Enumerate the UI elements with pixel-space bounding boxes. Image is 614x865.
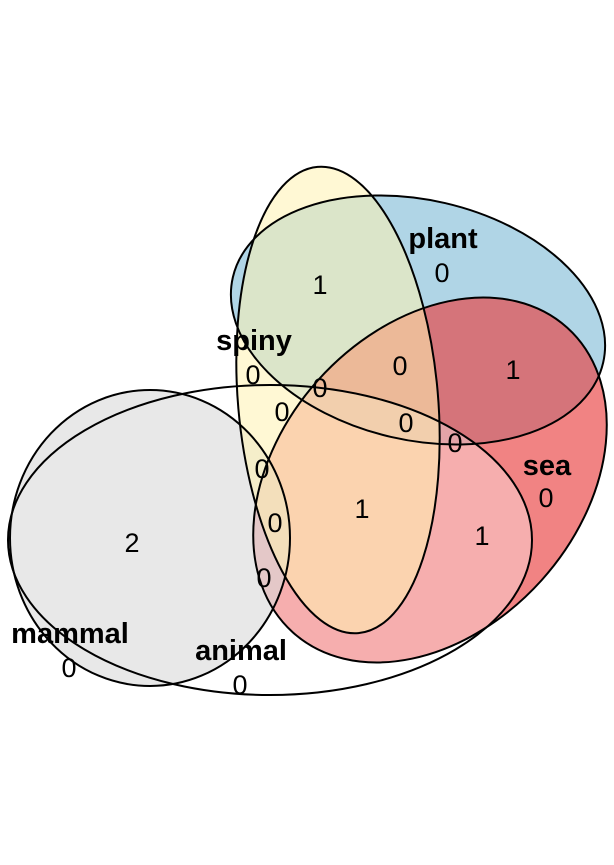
count-plant-only: 0 [434,258,449,288]
region-counts: 0 0 0 0 0 1 1 0 0 0 0 0 0 0 1 1 2 0 [61,258,553,700]
mammal-ellipse [9,389,291,687]
plant-ellipse [229,194,607,446]
spiny-ellipse-fill [236,166,440,634]
count-spiny-animal-sea: 1 [354,494,369,524]
count-mammal-only: 0 [61,653,76,683]
set-label-plant: plant [408,223,478,255]
count-plant-sea: 1 [505,355,520,385]
count-spiny-only: 0 [245,360,260,390]
animal-ellipse [7,384,533,696]
count-spiny-animal-a: 0 [274,397,289,427]
count-plant-spiny: 1 [312,270,327,300]
count-plant-spiny-sea: 0 [392,351,407,381]
count-sea-only: 0 [538,483,553,513]
spiny-ellipse [235,165,441,635]
count-spiny-animal-mammal: 0 [267,508,282,538]
count-spiny-animal-b: 0 [254,454,269,484]
set-outlines [7,165,608,696]
count-plant-sea-animal-b: 0 [447,428,462,458]
count-center-node: 0 [312,373,327,403]
sea-ellipse [252,296,608,664]
set-label-spiny: spiny [216,325,292,357]
count-sea-animal: 1 [474,521,489,551]
set-fills [8,166,607,695]
set-label-mammal: mammal [11,618,129,650]
count-animal-only: 0 [232,670,247,700]
set-label-sea: sea [523,450,572,482]
set-label-animal: animal [195,635,287,667]
count-animal-mammal-sea: 0 [256,563,271,593]
count-plant-sea-animal: 0 [398,408,413,438]
count-mammal-animal: 2 [124,528,139,558]
mammal-ellipse-fill [10,390,290,686]
